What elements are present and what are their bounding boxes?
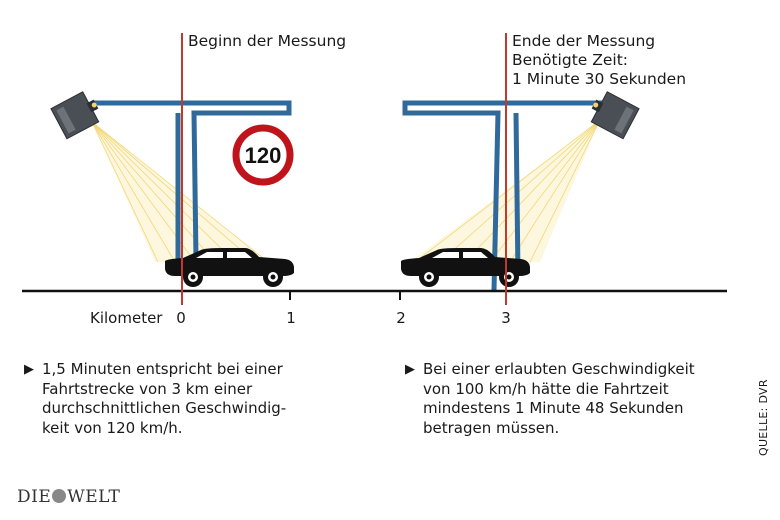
car-icon	[165, 248, 294, 287]
brand-right: WELT	[67, 487, 121, 507]
arrow-icon: ▶	[24, 362, 34, 377]
note-right: ▶ Bei einer erlaubten Geschwindigkeit vo…	[405, 360, 725, 438]
camera-icon	[590, 91, 640, 140]
tick-label-2: 2	[396, 309, 406, 327]
speed-sign-icon: 120	[232, 124, 294, 186]
globe-icon	[52, 489, 67, 503]
brand-logo: DIE WELT	[17, 487, 120, 507]
end-label-line-1: Ende der Messung	[512, 32, 656, 50]
tick-label-1: 1	[286, 309, 296, 327]
camera-icon	[50, 91, 100, 140]
brand-left: DIE	[17, 487, 52, 507]
end-label-line-3: 1 Minute 30 Sekunden	[512, 70, 687, 88]
arrow-icon: ▶	[405, 362, 415, 377]
speed-sign-value: 120	[245, 143, 282, 168]
tick-label-0: 0	[176, 309, 186, 327]
note-left-text: 1,5 Minuten entspricht bei einer Fahrtst…	[42, 360, 287, 437]
end-label-line-2: Benötigte Zeit:	[512, 51, 629, 69]
note-right-text: Bei einer erlaubten Geschwindigkeit von …	[423, 360, 695, 437]
tick-label-3: 3	[501, 309, 511, 327]
axis-label: Kilometer	[90, 309, 163, 327]
car-icon	[401, 248, 530, 287]
note-left: ▶ 1,5 Minuten entspricht bei einer Fahrt…	[24, 360, 324, 438]
start-label: Beginn der Messung	[188, 32, 347, 50]
source-label: QUELLE: DVR	[757, 379, 770, 456]
kilometer-axis	[22, 289, 727, 300]
